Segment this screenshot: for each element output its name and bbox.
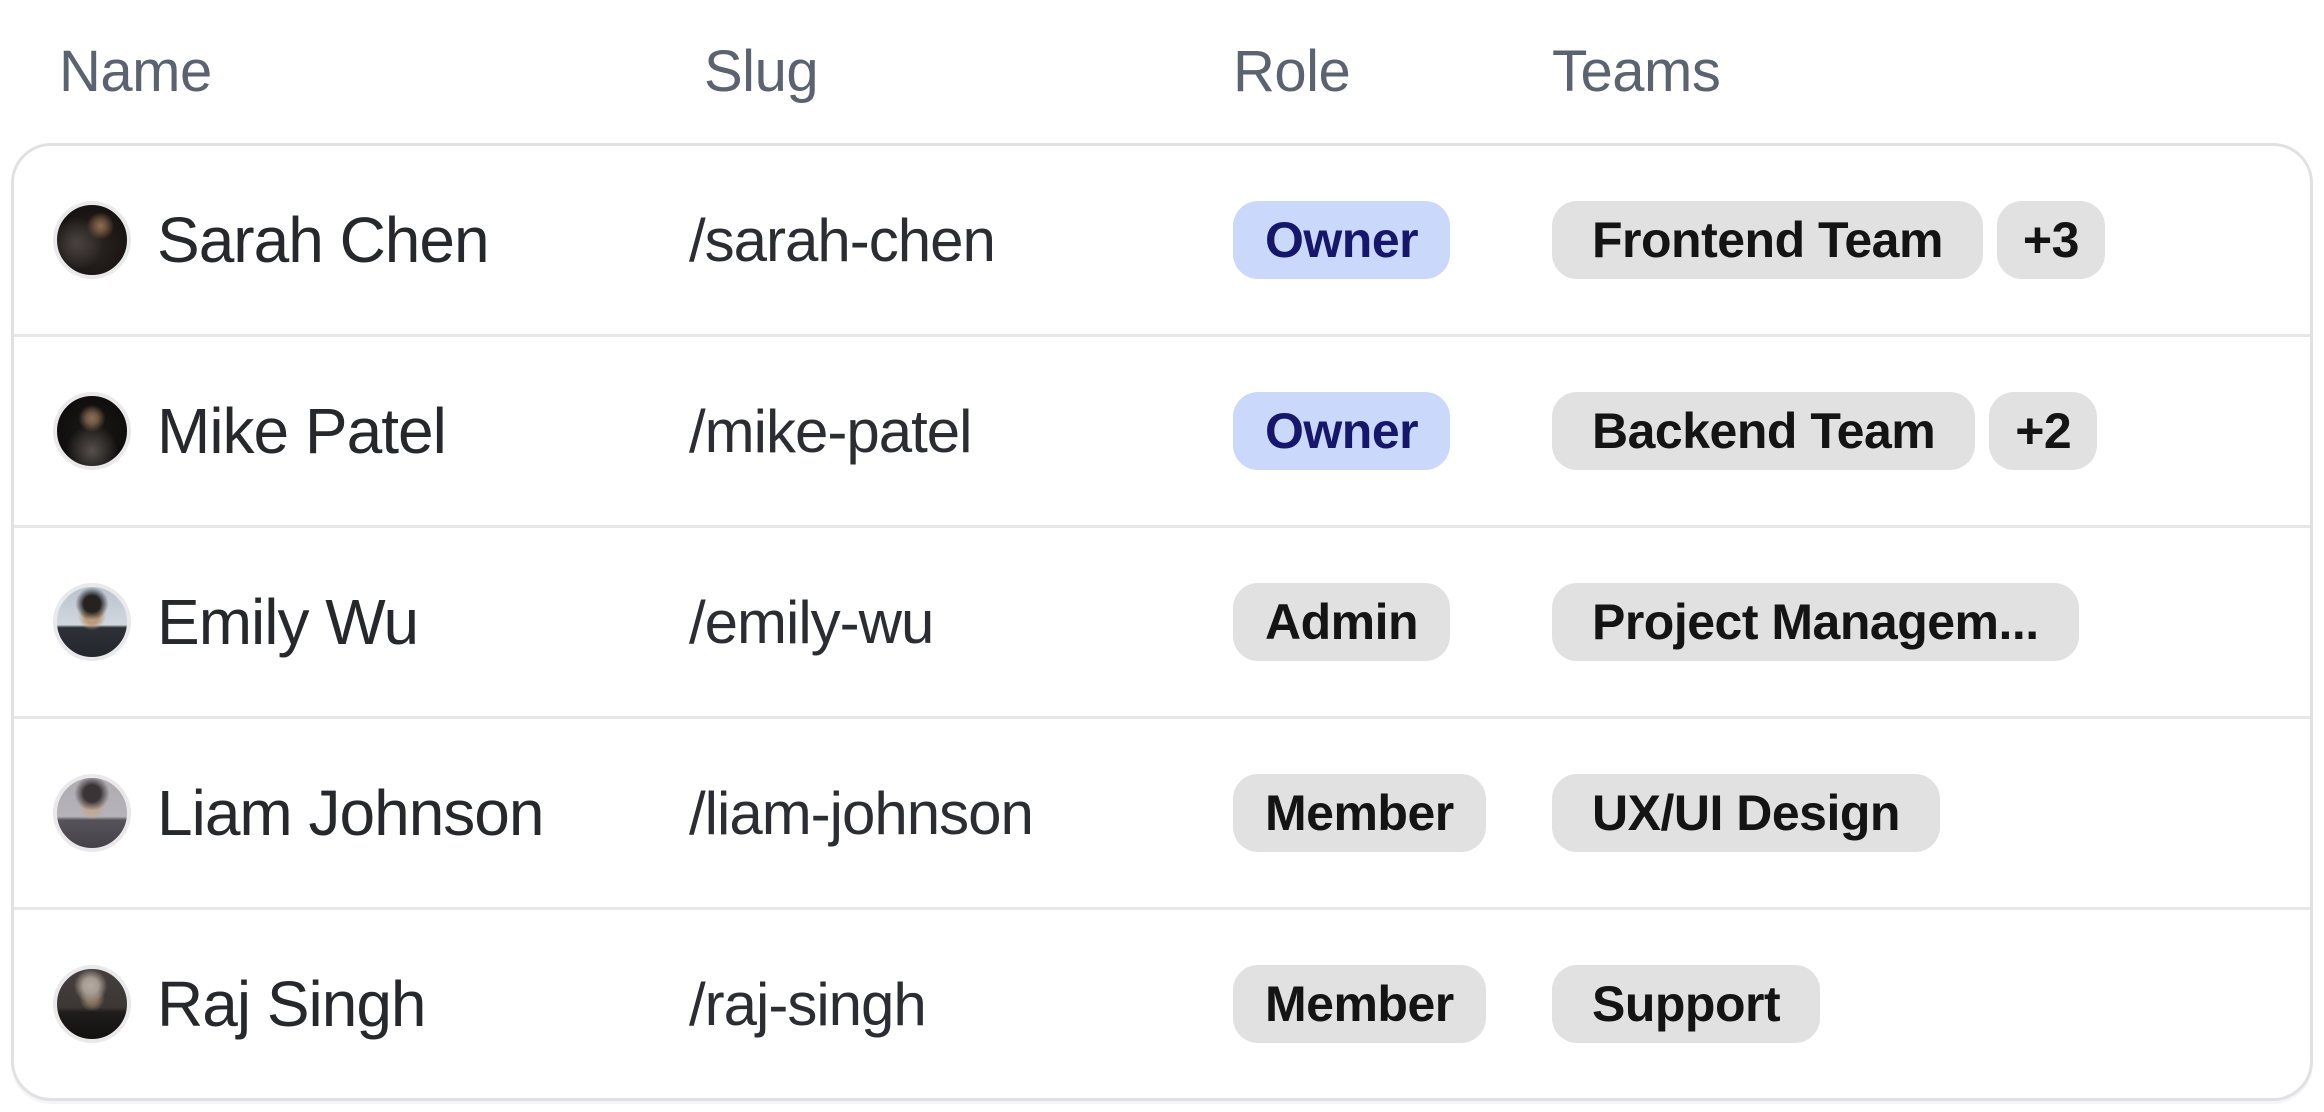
team-badge-label: Support (1592, 976, 1781, 1032)
member-slug: /emily-wu (689, 588, 934, 656)
team-badge: Backend Team (1552, 392, 1976, 470)
column-header-role: Role (1233, 39, 1351, 104)
team-badge: UX/UI Design (1552, 774, 1940, 852)
team-badge-label: Project Managem... (1592, 594, 2039, 650)
member-slug: /liam-johnson (689, 779, 1034, 847)
member-slug: /sarah-chen (689, 206, 996, 274)
table-row[interactable]: Raj Singh /raj-singh Member Support (14, 907, 2310, 1098)
name-cell: Emily Wu (53, 583, 689, 661)
table-row[interactable]: Sarah Chen /sarah-chen Owner Frontend Te… (14, 146, 2310, 334)
slug-cell: /mike-patel (689, 397, 1233, 466)
teams-cell: UX/UI Design (1552, 774, 2310, 852)
teams-cell: Project Managem... (1552, 583, 2310, 661)
team-badge-label: UX/UI Design (1592, 785, 1900, 841)
slug-cell: /raj-singh (689, 970, 1233, 1039)
team-badge: Project Managem... (1552, 583, 2079, 661)
role-badge: Admin (1233, 583, 1451, 661)
slug-cell: /sarah-chen (689, 206, 1233, 275)
name-cell: Sarah Chen (53, 201, 689, 279)
role-cell: Owner (1233, 201, 1552, 279)
team-badge: Frontend Team (1552, 201, 1983, 279)
extra-teams-badge[interactable]: +3 (1996, 201, 2105, 279)
avatar (53, 965, 131, 1043)
member-name: Emily Wu (157, 586, 419, 658)
column-header-teams: Teams (1552, 39, 1721, 104)
table-header: Name Slug Role Teams (14, 0, 2310, 143)
role-badge: Owner (1233, 201, 1451, 279)
avatar (53, 774, 131, 852)
role-cell: Member (1233, 965, 1552, 1043)
name-cell: Raj Singh (53, 965, 689, 1043)
avatar (53, 583, 131, 661)
extra-teams-badge[interactable]: +2 (1989, 392, 2098, 470)
role-cell: Owner (1233, 392, 1552, 470)
name-cell: Liam Johnson (53, 774, 689, 852)
table-row[interactable]: Emily Wu /emily-wu Admin Project Managem… (14, 525, 2310, 716)
avatar (53, 392, 131, 470)
member-name: Liam Johnson (157, 777, 544, 849)
teams-cell: Backend Team +2 (1552, 392, 2310, 470)
table-row[interactable]: Mike Patel /mike-patel Owner Backend Tea… (14, 334, 2310, 525)
column-header-slug: Slug (704, 39, 819, 104)
role-badge: Member (1233, 965, 1486, 1043)
table-row[interactable]: Liam Johnson /liam-johnson Member UX/UI … (14, 716, 2310, 907)
member-name: Mike Patel (157, 395, 447, 467)
teams-cell: Frontend Team +3 (1552, 201, 2310, 279)
role-badge: Member (1233, 774, 1486, 852)
slug-cell: /liam-johnson (689, 779, 1233, 848)
member-slug: /mike-patel (689, 397, 972, 465)
members-table-card: Sarah Chen /sarah-chen Owner Frontend Te… (11, 143, 2313, 1101)
avatar (53, 201, 131, 279)
member-name: Sarah Chen (157, 204, 490, 276)
teams-cell: Support (1552, 965, 2310, 1043)
team-badge: Support (1552, 965, 1821, 1043)
member-slug: /raj-singh (689, 970, 927, 1038)
team-badge-label: Backend Team (1592, 403, 1936, 459)
column-header-name: Name (59, 39, 212, 104)
role-cell: Admin (1233, 583, 1552, 661)
slug-cell: /emily-wu (689, 588, 1233, 657)
name-cell: Mike Patel (53, 392, 689, 470)
role-badge: Owner (1233, 392, 1451, 470)
member-name: Raj Singh (157, 968, 426, 1040)
team-badge-label: Frontend Team (1592, 212, 1943, 268)
role-cell: Member (1233, 774, 1552, 852)
